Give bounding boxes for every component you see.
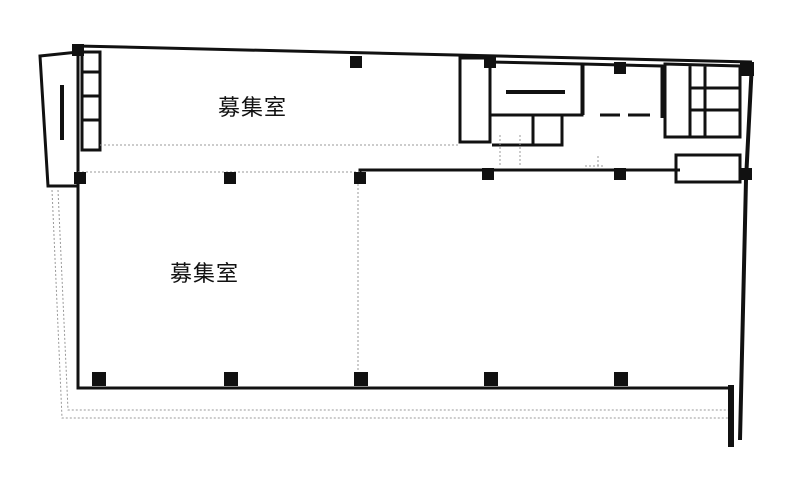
columns <box>72 44 754 447</box>
stair-core <box>489 60 584 117</box>
outer-wall-right <box>738 61 754 441</box>
column <box>354 172 366 184</box>
ev-room <box>458 56 492 144</box>
right-wall-segment <box>728 385 734 447</box>
column <box>92 372 106 386</box>
service-room <box>674 153 742 184</box>
column <box>740 62 754 76</box>
column <box>354 372 368 386</box>
main-floor-wall <box>76 176 730 390</box>
column <box>614 168 626 180</box>
column <box>74 172 86 184</box>
column <box>224 172 236 184</box>
room-label-lower: 募集室 <box>170 262 240 287</box>
column <box>72 44 84 56</box>
column <box>482 168 494 180</box>
toilet-area <box>663 62 742 139</box>
core-bottom-wall <box>358 168 680 176</box>
column <box>614 62 626 74</box>
room-label-upper: 募集室 <box>218 96 288 121</box>
column <box>484 56 496 68</box>
column <box>740 168 752 180</box>
left-stair-enclosure <box>38 50 80 188</box>
column <box>224 372 238 386</box>
column <box>350 56 362 68</box>
column <box>484 372 498 386</box>
balcony-outline <box>51 189 730 419</box>
outer-wall-top <box>77 44 753 64</box>
small-rooms <box>492 113 564 147</box>
elevator-hall <box>581 62 664 118</box>
column <box>614 372 628 386</box>
